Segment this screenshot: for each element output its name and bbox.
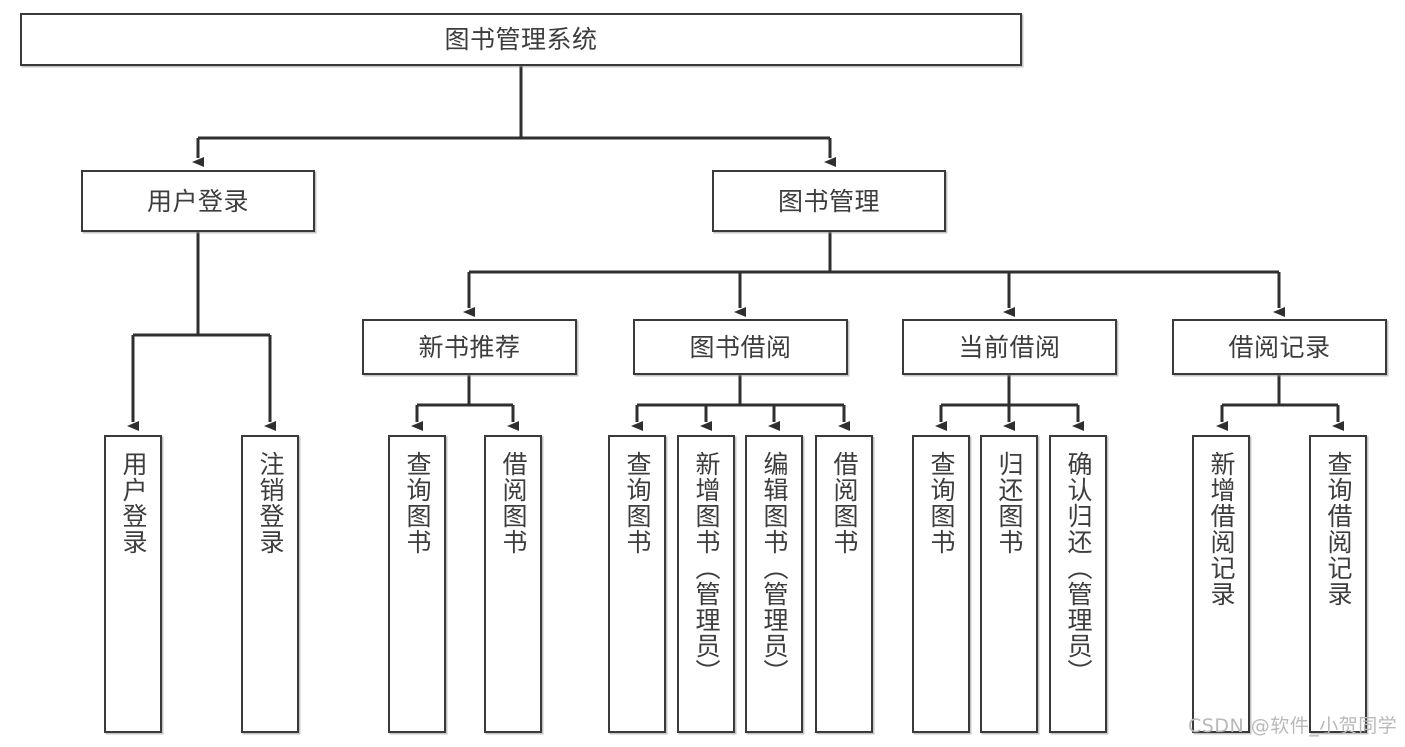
- leaf-borrow-record-query-record[interactable]: 查询借阅记录: [1309, 435, 1367, 733]
- node-new-book-recommend[interactable]: 新书推荐: [362, 319, 577, 375]
- node-label: 用户登录: [146, 186, 249, 216]
- node-label: 注销登录: [256, 451, 285, 555]
- node-label: 借阅图书: [499, 451, 528, 555]
- leaf-book-borrow-add-book-admin[interactable]: 新增图书（管理员）: [677, 435, 735, 733]
- node-root-book-management-system[interactable]: 图书管理系统: [20, 13, 1022, 66]
- leaf-book-borrow-query-book[interactable]: 查询图书: [608, 435, 666, 733]
- leaf-user-login-login[interactable]: 用户登录: [104, 435, 162, 733]
- node-label: 新书推荐: [418, 332, 521, 362]
- leaf-current-borrow-query-book[interactable]: 查询图书: [912, 435, 970, 733]
- node-label: 归还图书: [995, 451, 1024, 555]
- node-label: 新增借阅记录: [1207, 451, 1236, 607]
- node-label: 查询图书: [403, 451, 432, 555]
- leaf-current-borrow-confirm-return-admin[interactable]: 确认归还（管理员）: [1049, 435, 1107, 733]
- csdn-watermark: CSDN @软件_小贺同学: [1188, 715, 1398, 737]
- node-label: 编辑图书（管理员）: [760, 451, 789, 685]
- node-label: 当前借阅: [958, 332, 1061, 362]
- node-borrow-record[interactable]: 借阅记录: [1172, 319, 1387, 375]
- leaf-book-borrow-edit-book-admin[interactable]: 编辑图书（管理员）: [745, 435, 803, 733]
- leaf-new-book-recommend-borrow-book[interactable]: 借阅图书: [484, 435, 542, 733]
- leaf-new-book-recommend-query-book[interactable]: 查询图书: [388, 435, 446, 733]
- leaf-user-login-logout[interactable]: 注销登录: [241, 435, 299, 733]
- node-label: 查询图书: [623, 451, 652, 555]
- leaf-book-borrow-borrow-book[interactable]: 借阅图书: [815, 435, 873, 733]
- node-label: 图书管理系统: [444, 25, 598, 54]
- node-book-borrow[interactable]: 图书借阅: [633, 319, 848, 375]
- leaf-borrow-record-add-record[interactable]: 新增借阅记录: [1192, 435, 1250, 733]
- node-label: 查询图书: [927, 451, 956, 555]
- node-label: 查询借阅记录: [1324, 451, 1353, 607]
- node-user-login[interactable]: 用户登录: [81, 170, 315, 232]
- node-book-management[interactable]: 图书管理: [712, 170, 946, 232]
- node-label: 新增图书（管理员）: [692, 451, 721, 685]
- node-label: 借阅记录: [1228, 332, 1331, 362]
- node-label: 借阅图书: [830, 451, 859, 555]
- node-current-borrow[interactable]: 当前借阅: [902, 319, 1117, 375]
- node-label: 用户登录: [119, 451, 148, 555]
- node-label: 图书借阅: [689, 332, 792, 362]
- node-label: 确认归还（管理员）: [1064, 451, 1093, 685]
- leaf-current-borrow-return-book[interactable]: 归还图书: [980, 435, 1038, 733]
- node-label: 图书管理: [777, 186, 880, 216]
